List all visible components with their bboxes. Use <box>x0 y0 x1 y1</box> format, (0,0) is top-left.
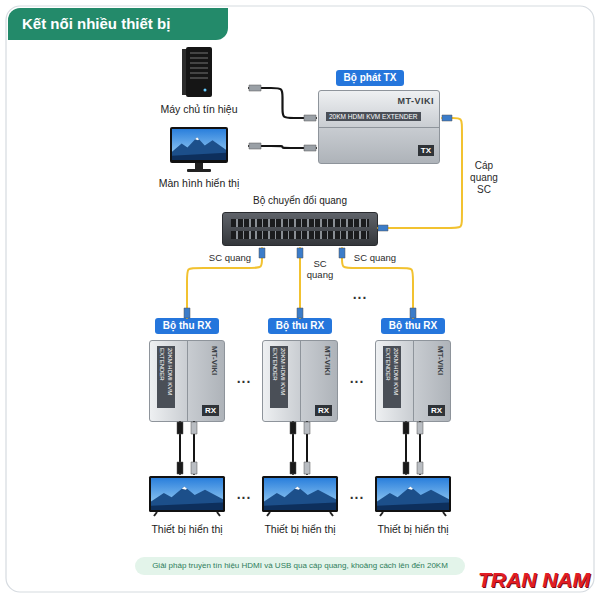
ellipsis-mark: ... <box>343 486 371 502</box>
unit-badge: RX <box>315 405 332 416</box>
cable-plug <box>290 422 296 434</box>
ellipsis-mark: ... <box>230 370 258 386</box>
title-tab: Kết nối nhiều thiết bị <box>8 8 228 40</box>
device-tag: Bộ thu RX <box>381 318 445 334</box>
device-tag: Bộ thu RX <box>268 318 332 334</box>
body-seam <box>300 341 301 421</box>
cable-plug <box>177 462 183 474</box>
cable-plug <box>378 225 388 231</box>
display-icon <box>262 476 338 516</box>
model-name: 20KM HDMI KVM EXTENDER <box>326 112 421 121</box>
watermark: TRAN NAM <box>472 568 596 592</box>
device-label: Máy chủ tín hiệu <box>149 103 249 116</box>
server-icon <box>182 47 212 97</box>
switch-body <box>222 212 378 246</box>
cable-plug <box>259 248 265 258</box>
hdmi-usb-cable-pair <box>406 422 420 474</box>
fiber-cable <box>187 248 262 318</box>
cable-plug <box>304 422 310 434</box>
fiber-cable <box>342 248 413 318</box>
cable-plug <box>177 422 183 434</box>
usb-hdmi-cable <box>249 88 316 118</box>
cable-plug <box>417 422 423 434</box>
port-row <box>231 231 369 239</box>
monitor-node: Màn hình hiển thị <box>149 124 249 190</box>
display-node: Thiết bị hiển thị <box>252 474 348 536</box>
cable-plug <box>249 143 261 149</box>
cable-plug <box>403 422 409 434</box>
receiver-box: Bộ thu RX MT-VIKI 20KM HDMI KVM EXTENDER RX <box>373 318 453 422</box>
ellipsis-mark: ... <box>230 486 258 502</box>
unit-badge: RX <box>202 405 219 416</box>
transmitter-box: Bộ phát TX MT-VIKI 20KM HDMI KVM EXTENDER T… <box>316 68 442 164</box>
fiber-cable <box>378 118 462 228</box>
cable-plug <box>191 462 197 474</box>
cable-label: SC quang <box>306 258 334 280</box>
device-label: Màn hình hiển thị <box>149 177 249 190</box>
cable-plug <box>290 462 296 474</box>
display-node: Thiết bị hiển thị <box>139 474 235 536</box>
fiber-switch: Bộ chuyển đổi quang <box>222 194 378 248</box>
cable-plug <box>249 85 261 91</box>
cable-plug <box>297 248 303 258</box>
cable-plug <box>191 422 197 434</box>
server-node: Máy chủ tín hiệu <box>149 44 249 116</box>
cable-plug <box>339 248 345 258</box>
hdmi-usb-cable-pair <box>180 422 194 474</box>
cable-plug <box>304 115 316 121</box>
cable-plug <box>184 308 190 318</box>
brand-name: MT-VIKI <box>323 346 332 375</box>
brand-name: MT-VIKI <box>210 346 219 375</box>
brand-name: MT-VIKI <box>398 96 435 106</box>
body-seam <box>413 341 414 421</box>
caption-bar: Giải pháp truyền tín hiệu HDMI và USB qu… <box>135 557 465 575</box>
cable-plug <box>403 462 409 474</box>
receiver-box: Bộ thu RX MT-VIKI 20KM HDMI KVM EXTENDER RX <box>260 318 340 422</box>
receiver-box: Bộ thu RX MT-VIKI 20KM HDMI KVM EXTENDER RX <box>147 318 227 422</box>
display-icon <box>149 476 225 516</box>
cable-label: SC quang <box>205 252 255 263</box>
unit-badge: RX <box>428 405 445 416</box>
model-name: 20KM HDMI KVM EXTENDER <box>157 346 175 408</box>
usb-hdmi-cable <box>249 146 316 148</box>
body-seam <box>319 127 439 128</box>
cable-label: SC quang <box>350 252 400 263</box>
cable-plug <box>410 308 416 318</box>
cable-plug <box>417 462 423 474</box>
cable-plug <box>304 145 316 151</box>
cable-plug <box>297 308 303 318</box>
switch-label: Bộ chuyển đổi quang <box>222 194 378 207</box>
device-tag: Bộ thu RX <box>155 318 219 334</box>
hdmi-usb-cable-pair <box>293 422 307 474</box>
device-label: Thiết bị hiển thị <box>139 523 235 536</box>
brand-name: MT-VIKI <box>436 346 445 375</box>
ellipsis-mark: ... <box>343 370 371 386</box>
ellipsis-mark: ... <box>346 286 374 302</box>
device-label: Thiết bị hiển thị <box>252 523 348 536</box>
model-name: 20KM HDMI KVM EXTENDER <box>383 346 401 408</box>
monitor-icon <box>170 127 228 172</box>
unit-badge: TX <box>418 145 434 156</box>
display-node: Thiết bị hiển thị <box>365 474 461 536</box>
cable-plug <box>442 115 452 121</box>
cable-plug <box>304 462 310 474</box>
card-border <box>6 6 594 592</box>
fiber-cable <box>299 248 301 318</box>
device-tag: Bộ phát TX <box>336 70 404 86</box>
body-seam <box>187 341 188 421</box>
device-label: Thiết bị hiển thị <box>365 523 461 536</box>
model-name: 20KM HDMI KVM EXTENDER <box>270 346 288 408</box>
port-row <box>231 219 369 227</box>
cable-label: Cáp quang SC <box>466 160 502 196</box>
display-icon <box>375 476 451 516</box>
